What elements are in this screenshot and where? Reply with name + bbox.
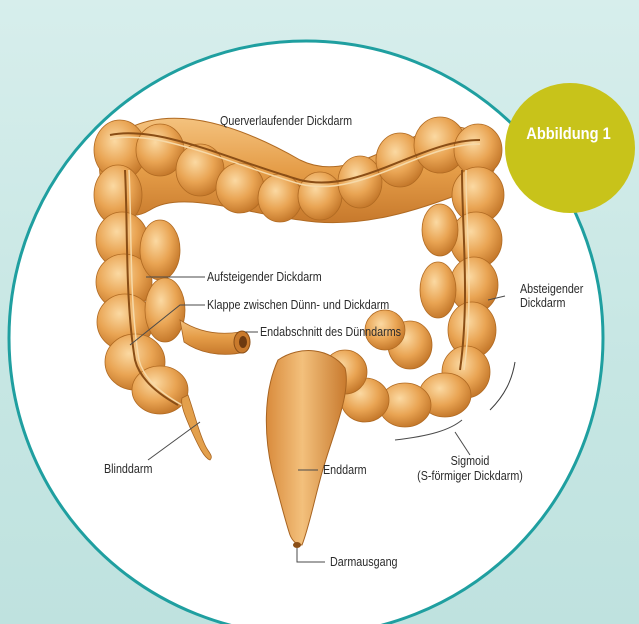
figure-badge xyxy=(505,83,635,213)
label-descending-colon-2: Dickdarm xyxy=(520,297,565,310)
label-cecum: Blinddarm xyxy=(104,463,152,476)
label-transverse-colon: Querverlaufender Dickdarm xyxy=(220,115,352,128)
label-ascending-colon: Aufsteigender Dickdarm xyxy=(207,271,322,284)
label-ileocecal-valve: Klappe zwischen Dünn- und Dickdarm xyxy=(207,299,389,312)
label-descending-colon-1: Absteigender xyxy=(520,283,583,296)
figure-badge-text: Abbildung 1 xyxy=(519,124,618,144)
label-sigmoid-1: Sigmoid xyxy=(427,455,513,468)
label-rectum: Enddarm xyxy=(323,464,367,477)
label-small-intestine-end: Endabschnitt des Dünndarms xyxy=(260,326,401,339)
label-anus: Darmausgang xyxy=(330,556,398,569)
label-sigmoid-2: (S-förmiger Dickdarm) xyxy=(413,470,527,483)
